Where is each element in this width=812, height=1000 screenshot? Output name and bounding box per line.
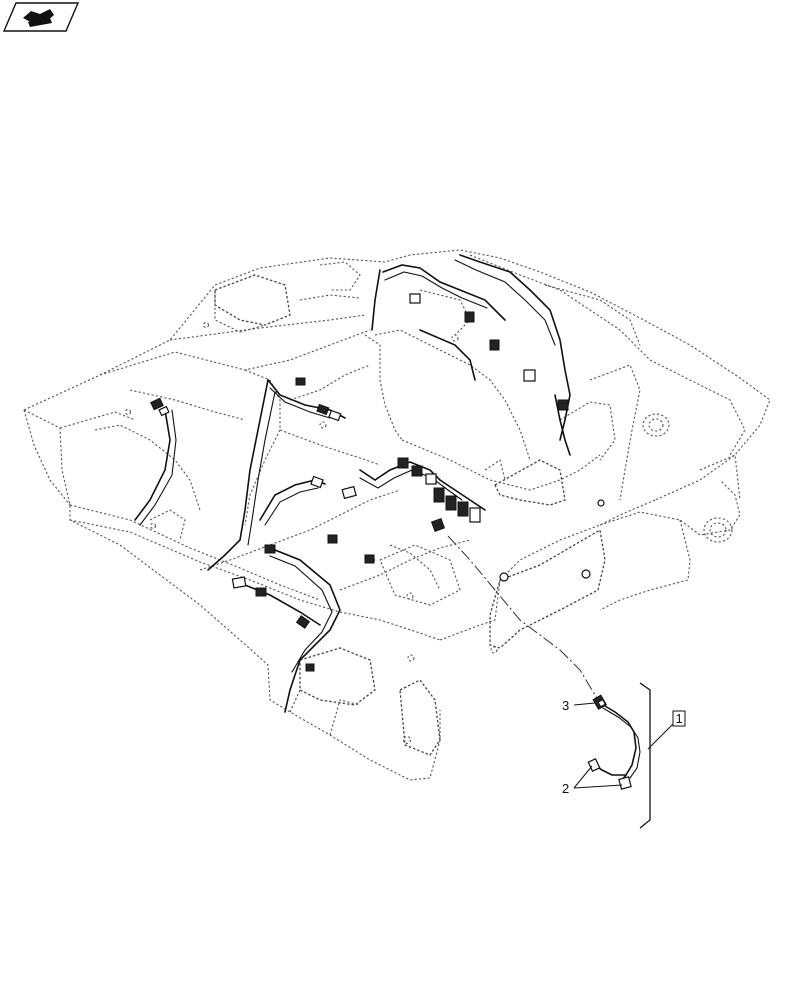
harness-connector-2b (618, 776, 632, 790)
callout-3: 3 (562, 698, 569, 713)
harness-connector-2a (587, 757, 601, 773)
svg-text:3: 3 (562, 698, 569, 713)
existing-connectors (150, 293, 569, 672)
svg-text:2: 2 (562, 781, 569, 796)
assembly-bracket (639, 682, 651, 829)
harness-routing-chain-line (447, 535, 599, 701)
callout-1-box: 1 (672, 710, 686, 727)
new-harness-item-1 (587, 694, 641, 790)
machine-frame-phantom (23, 249, 771, 781)
existing-harness (134, 254, 571, 713)
svg-text:1: 1 (676, 711, 683, 726)
leader-lines (573, 702, 676, 789)
callout-2: 2 (562, 781, 569, 796)
book-page-icon (2, 2, 80, 32)
